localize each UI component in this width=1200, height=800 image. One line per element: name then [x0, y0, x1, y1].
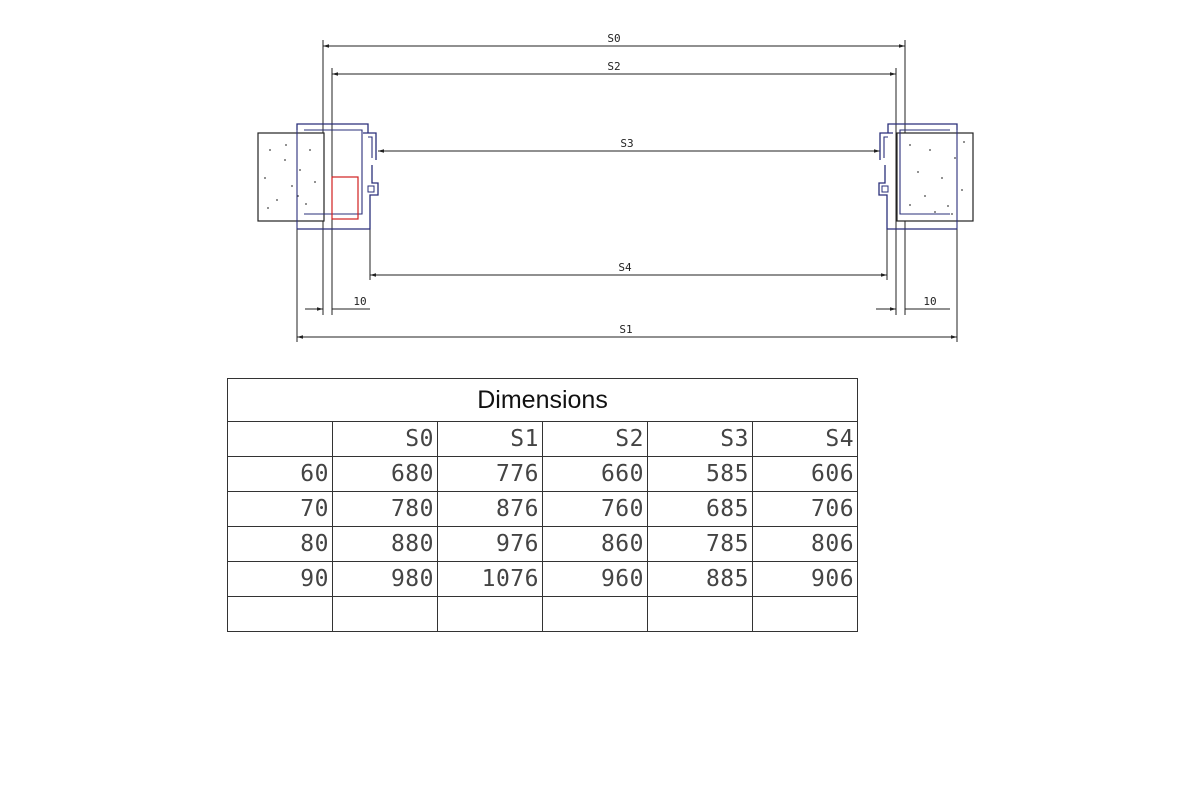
table-header-row: S0 S1 S2 S3 S4	[227, 421, 859, 457]
column-header	[227, 421, 333, 457]
table-cell: 685	[647, 491, 753, 527]
dim-label-s2: S2	[607, 60, 620, 73]
left-seal-block	[331, 176, 359, 220]
table-row: 70 780 876 760 685 706	[227, 491, 859, 527]
table-cell: 90	[227, 561, 333, 597]
table-cell: 960	[542, 561, 648, 597]
table-cell: 70	[227, 491, 333, 527]
dim-label-s4: S4	[618, 261, 632, 274]
right-wall-texture	[909, 141, 965, 215]
table-cell	[437, 596, 543, 632]
table-row: 80 880 976 860 785 806	[227, 526, 859, 562]
table-cell: 80	[227, 526, 333, 562]
column-header-s1: S1	[437, 421, 543, 457]
column-header-s3: S3	[647, 421, 753, 457]
table-cell: 785	[647, 526, 753, 562]
left-wall	[257, 132, 325, 222]
table-cell: 876	[437, 491, 543, 527]
column-header-s0: S0	[332, 421, 438, 457]
extension-lines	[296, 40, 958, 342]
dim-label-s0: S0	[607, 32, 620, 45]
table-title: Dimensions	[226, 378, 859, 422]
dimensions-table: Dimensions S0 S1 S2 S3 S4 60 680 776 660…	[226, 378, 859, 632]
table-cell: 706	[751, 491, 859, 527]
table-cell: 1076	[437, 561, 543, 597]
table-cell: 860	[542, 526, 648, 562]
column-header-s4: S4	[751, 421, 859, 457]
dim-label-s1: S1	[619, 323, 632, 336]
table-cell: 980	[332, 561, 438, 597]
table-cell	[647, 596, 753, 632]
table-cell	[542, 596, 648, 632]
right-frame-inner	[883, 129, 950, 215]
dim-label-left-gap: 10	[353, 295, 366, 308]
right-wall	[896, 132, 974, 222]
table-cell: 606	[751, 456, 859, 492]
table-cell: 806	[751, 526, 859, 562]
table-cell: 760	[542, 491, 648, 527]
table-cell: 780	[332, 491, 438, 527]
left-frame-profile	[257, 123, 379, 230]
right-frame-outline	[878, 123, 958, 230]
right-frame-profile	[878, 123, 974, 230]
dimension-lines	[297, 44, 957, 339]
table-cell	[332, 596, 438, 632]
table-cell: 585	[647, 456, 753, 492]
column-header-s2: S2	[542, 421, 648, 457]
table-cell: 680	[332, 456, 438, 492]
dim-label-right-gap: 10	[923, 295, 936, 308]
table-cell: 976	[437, 526, 543, 562]
table-cell	[751, 596, 859, 632]
table-cell: 60	[227, 456, 333, 492]
left-frame-outline	[296, 123, 379, 230]
table-cell: 776	[437, 456, 543, 492]
table-cell	[227, 596, 333, 632]
left-wall-texture	[264, 144, 316, 209]
table-row: 90 980 1076 960 885 906	[227, 561, 859, 597]
table-cell: 880	[332, 526, 438, 562]
table-cell: 885	[647, 561, 753, 597]
frame-section-drawing: S0 S2 S3 S4 S1 10 10	[257, 32, 974, 342]
table-row-empty	[227, 596, 859, 632]
left-frame-inner	[304, 129, 373, 215]
table-cell: 906	[751, 561, 859, 597]
table-row: 60 680 776 660 585 606	[227, 456, 859, 492]
dim-label-s3: S3	[620, 137, 633, 150]
table-cell: 660	[542, 456, 648, 492]
